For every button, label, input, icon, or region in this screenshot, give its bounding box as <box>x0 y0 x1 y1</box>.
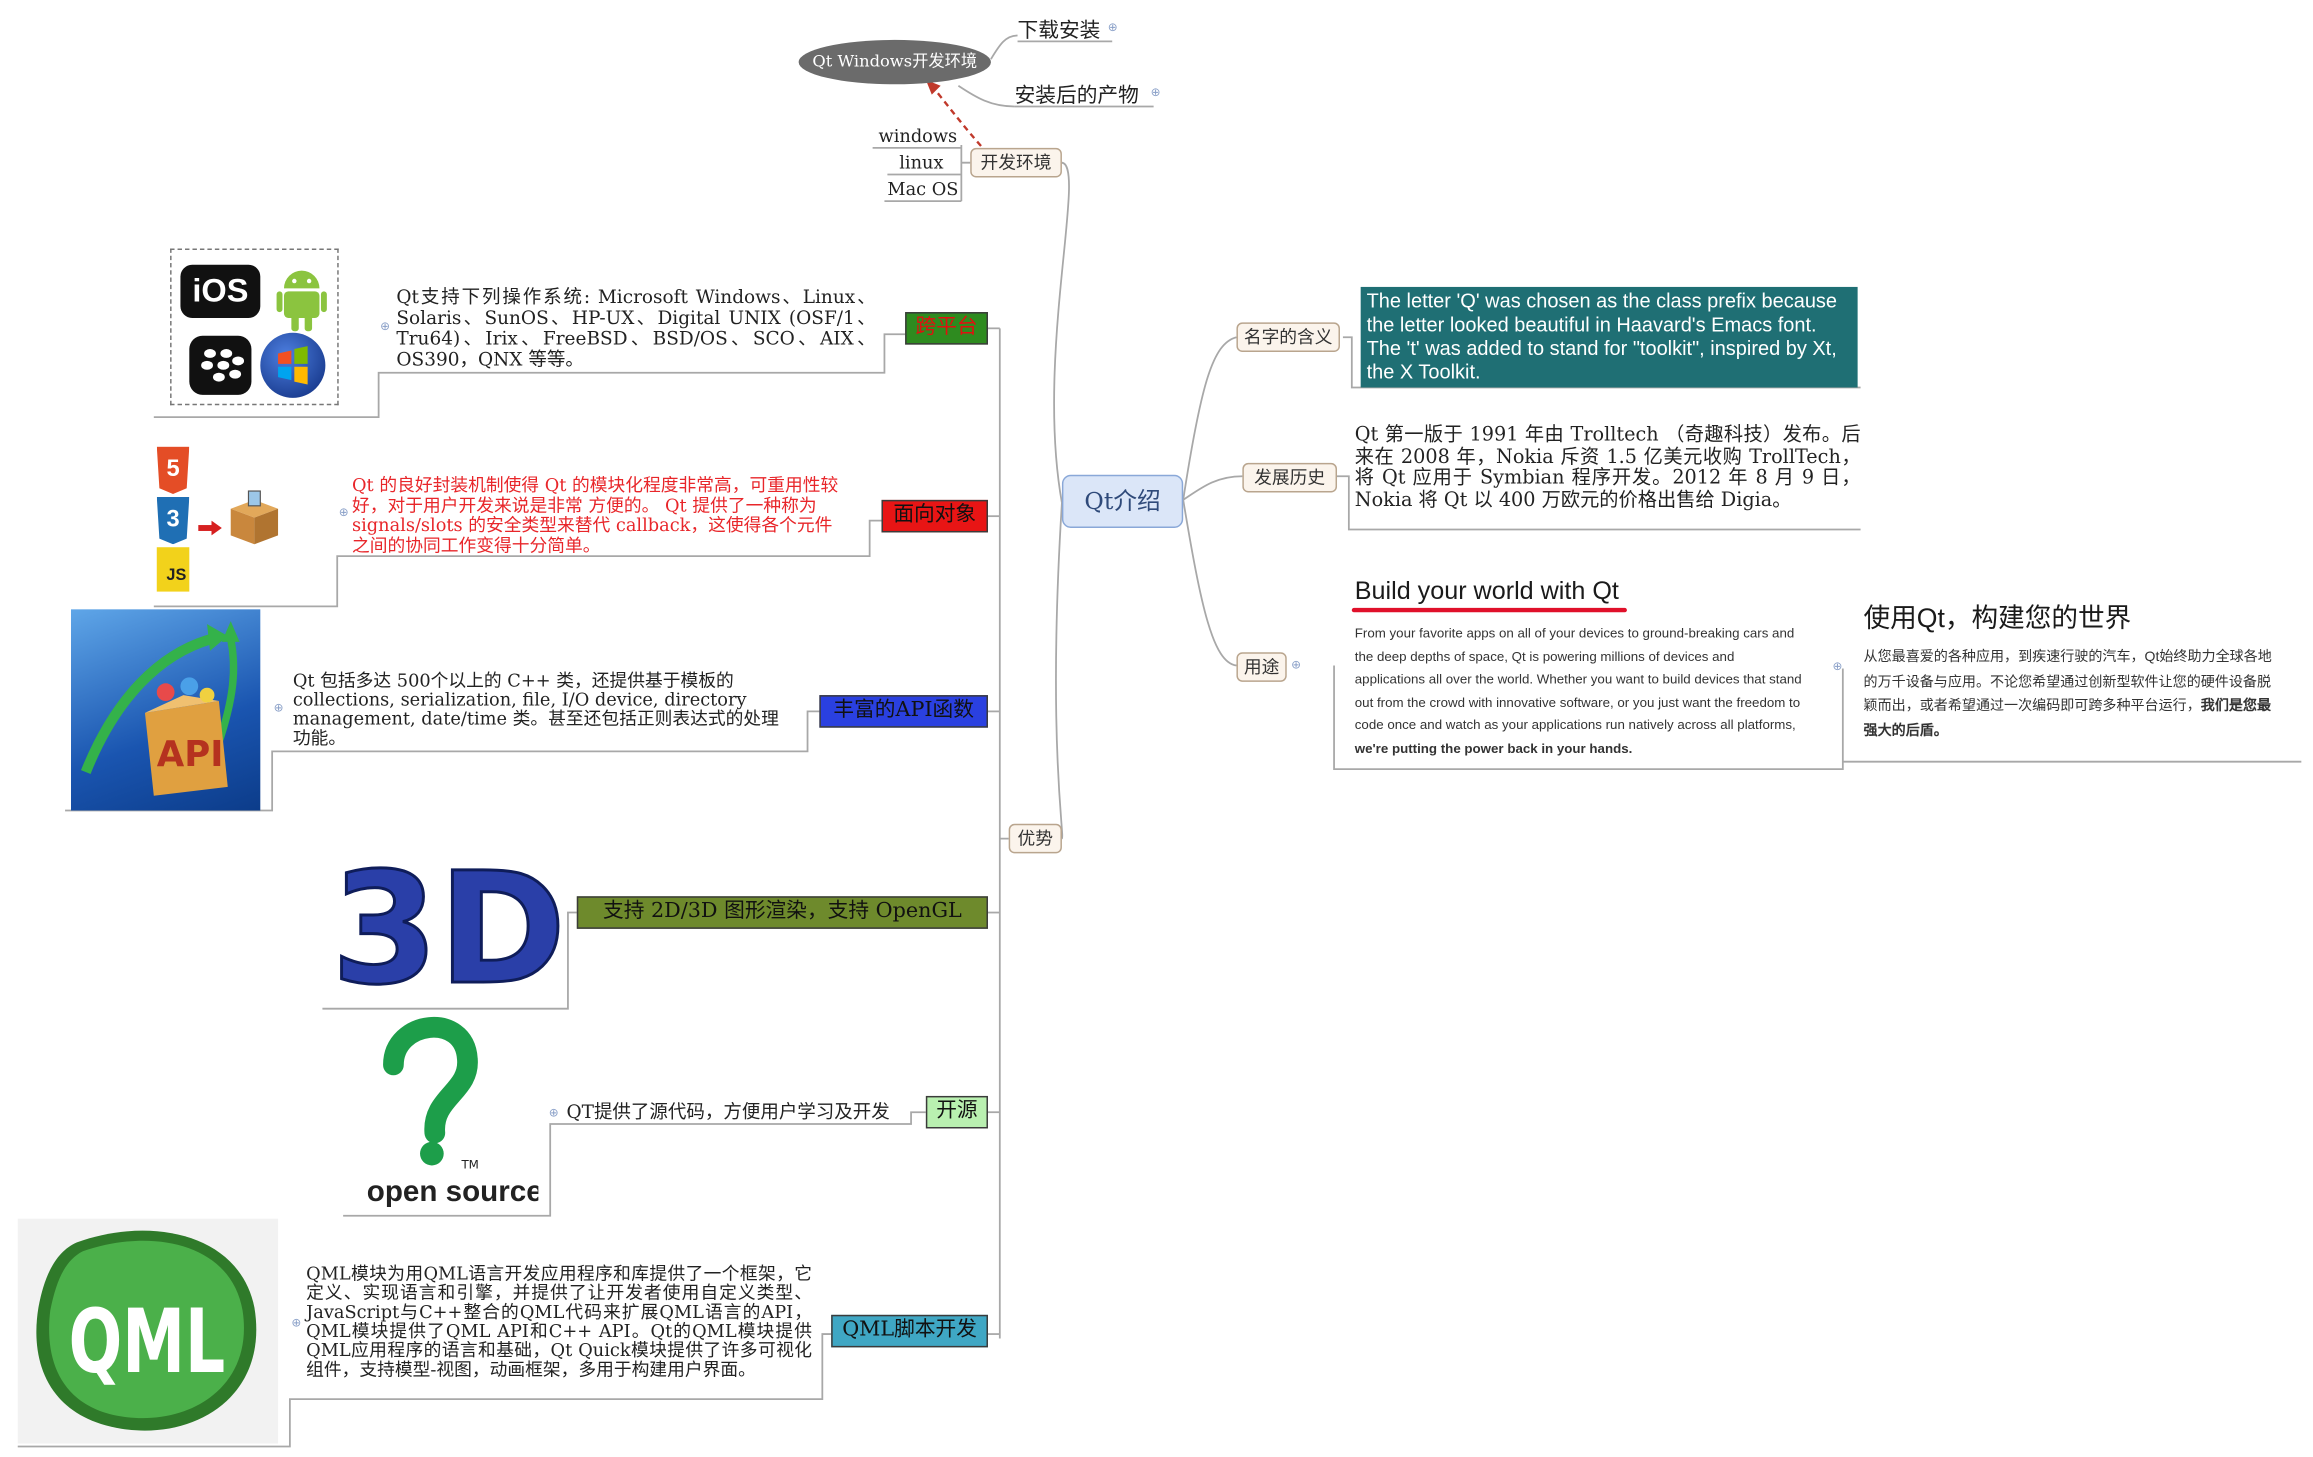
expand-icon[interactable]: ⊕ <box>1832 659 1843 673</box>
3d-text: 3D <box>331 840 562 1006</box>
usage-label: 用途 <box>1243 656 1280 678</box>
adv-2d3d-opengl[interactable]: 支持 2D/3D 图形渲染，支持 OpenGL <box>576 896 988 929</box>
os-item-windows: windows <box>878 125 958 147</box>
adv-cross-platform[interactable]: 跨平台 <box>905 312 988 345</box>
adv-object-oriented[interactable]: 面向对象 <box>881 499 988 533</box>
usage-cn-body: 从您最喜爱的各种应用，到疾速行驶的汽车，Qt始终助力全球各地的万千设备与应用。不… <box>1863 649 2272 715</box>
history-text: Qt 第一版于 1991 年由 Trolltech （奇趣科技）发布。后来在 2… <box>1354 424 1861 511</box>
rich-api-text: Qt 包括多达 500个以上的 C++ 类，还提供基于模板的 collectio… <box>292 669 779 749</box>
os-item-linux: linux <box>899 152 944 174</box>
name-meaning-note: The letter 'Q' was chosen as the class p… <box>1360 286 1858 388</box>
expand-icon[interactable]: ⊕ <box>548 1106 559 1120</box>
adv-open-source-label: 开源 <box>936 1098 978 1123</box>
usage-en-bold: we're putting the power back in your han… <box>1354 740 1633 756</box>
usage-en-title: Build your world with Qt <box>1354 576 1619 605</box>
center-topic[interactable]: Qt介绍 <box>1061 474 1184 529</box>
usage-topic[interactable]: 用途 <box>1236 652 1287 682</box>
qt-windows-env-label: Qt Windows开发环境 <box>812 51 978 71</box>
package-box-icon <box>225 488 284 547</box>
windows-icon <box>260 332 326 398</box>
name-meaning-label: 名字的含义 <box>1243 326 1333 348</box>
js-icon: JS <box>156 547 190 592</box>
open-source-logo-text: open source <box>367 1175 539 1208</box>
usage-en-block: Build your world with Qt From your favor… <box>1351 576 1805 760</box>
usage-cn-bold: 我们是您最强大的后盾。 <box>1863 698 2272 739</box>
rich-api-note: Qt 包括多达 500个以上的 C++ 类，还提供基于模板的 collectio… <box>293 671 799 748</box>
open-source-note: QT提供了源代码，方便用户学习及开发 <box>566 1100 921 1123</box>
advantages-label: 优势 <box>1017 828 1054 849</box>
expand-icon[interactable]: ⊕ <box>1291 658 1302 672</box>
cross-platform-note: Qt支持下列操作系统: Microsoft Windows、Linux、Sola… <box>396 285 876 370</box>
qml-text: QML模块为用QML语言开发应用程序和库提供了一个框架，它定义、实现语言和引擎，… <box>306 1263 812 1380</box>
usage-en-body: From your favorite apps on all of your d… <box>1354 625 1802 733</box>
red-arrow-icon <box>198 513 222 536</box>
qml-note: QML模块为用QML语言开发应用程序和库提供了一个框架，它定义、实现语言和引擎，… <box>306 1263 812 1380</box>
expand-icon[interactable]: ⊕ <box>291 1316 302 1330</box>
css3-icon: 3 <box>156 496 190 545</box>
adv-qml-label: QML脚本开发 <box>842 1317 977 1342</box>
api-box-image: API <box>70 609 261 811</box>
expand-icon[interactable]: ⊕ <box>1107 20 1118 35</box>
advantages-topic[interactable]: 优势 <box>1008 823 1062 854</box>
install-products-label[interactable]: 安装后的产物 <box>1014 84 1139 108</box>
name-meaning-topic[interactable]: 名字的含义 <box>1236 322 1340 353</box>
ios-icon: iOS <box>180 264 261 318</box>
adv-cross-platform-label: 跨平台 <box>915 315 978 339</box>
expand-icon[interactable]: ⊕ <box>273 701 284 715</box>
adv-open-source[interactable]: 开源 <box>925 1095 988 1129</box>
name-meaning-text: The letter 'Q' was chosen as the class p… <box>1366 289 1838 384</box>
dev-env-label: 开发环境 <box>980 152 1052 174</box>
history-label: 发展历史 <box>1254 467 1326 489</box>
3d-logo-image: 3D <box>325 822 568 1021</box>
adv-2d3d-label: 支持 2D/3D 图形渲染，支持 OpenGL <box>603 899 962 923</box>
adv-object-oriented-label: 面向对象 <box>893 502 977 527</box>
blackberry-icon <box>189 335 252 395</box>
os-item-macos: Mac OS <box>887 178 959 200</box>
object-oriented-text: Qt 的良好封装机制使得 Qt 的模块化程度非常高，可重用性较好，对于用户开发来… <box>352 474 839 556</box>
usage-underline <box>1351 607 1627 613</box>
os-logos-image: iOS <box>170 248 339 406</box>
qml-logo-image: QML <box>17 1218 279 1444</box>
open-source-logo: TM open source <box>361 1012 543 1216</box>
expand-icon[interactable]: ⊕ <box>380 319 391 333</box>
qml-logo-text: QML <box>69 1291 226 1393</box>
dev-env-topic[interactable]: 开发环境 <box>970 147 1062 178</box>
history-note: Qt 第一版于 1991 年由 Trolltech （奇趣科技）发布。后来在 2… <box>1354 424 1861 512</box>
adv-rich-api[interactable]: 丰富的API函数 <box>819 695 988 728</box>
download-install-label[interactable]: 下载安装 <box>1017 19 1101 43</box>
qt-windows-env-topic[interactable]: Qt Windows开发环境 <box>798 39 991 85</box>
expand-icon[interactable]: ⊕ <box>338 505 349 520</box>
usage-cn-block: 使用Qt，构建您的世界 从您最喜爱的各种应用，到疾速行驶的汽车，Qt始终助力全球… <box>1864 600 2278 743</box>
android-icon <box>275 262 328 333</box>
web-tech-image: 5 3 JS <box>154 444 287 598</box>
html5-icon: 5 <box>156 446 190 494</box>
api-text: API <box>157 734 224 775</box>
open-source-text: QT提供了源代码，方便用户学习及开发 <box>566 1100 890 1123</box>
expand-icon[interactable]: ⊕ <box>1150 85 1161 100</box>
adv-rich-api-label: 丰富的API函数 <box>833 698 974 722</box>
tm-text: TM <box>460 1157 478 1171</box>
history-topic[interactable]: 发展历史 <box>1242 462 1338 493</box>
object-oriented-note: Qt 的良好封装机制使得 Qt 的模块化程度非常高，可重用性较好，对于用户开发来… <box>352 474 855 556</box>
adv-qml[interactable]: QML脚本开发 <box>831 1314 988 1348</box>
usage-cn-title: 使用Qt，构建您的世界 <box>1863 603 2132 634</box>
center-topic-label: Qt介绍 <box>1084 486 1161 515</box>
cross-platform-text: Qt支持下列操作系统: Microsoft Windows、Linux、Sola… <box>396 285 876 370</box>
